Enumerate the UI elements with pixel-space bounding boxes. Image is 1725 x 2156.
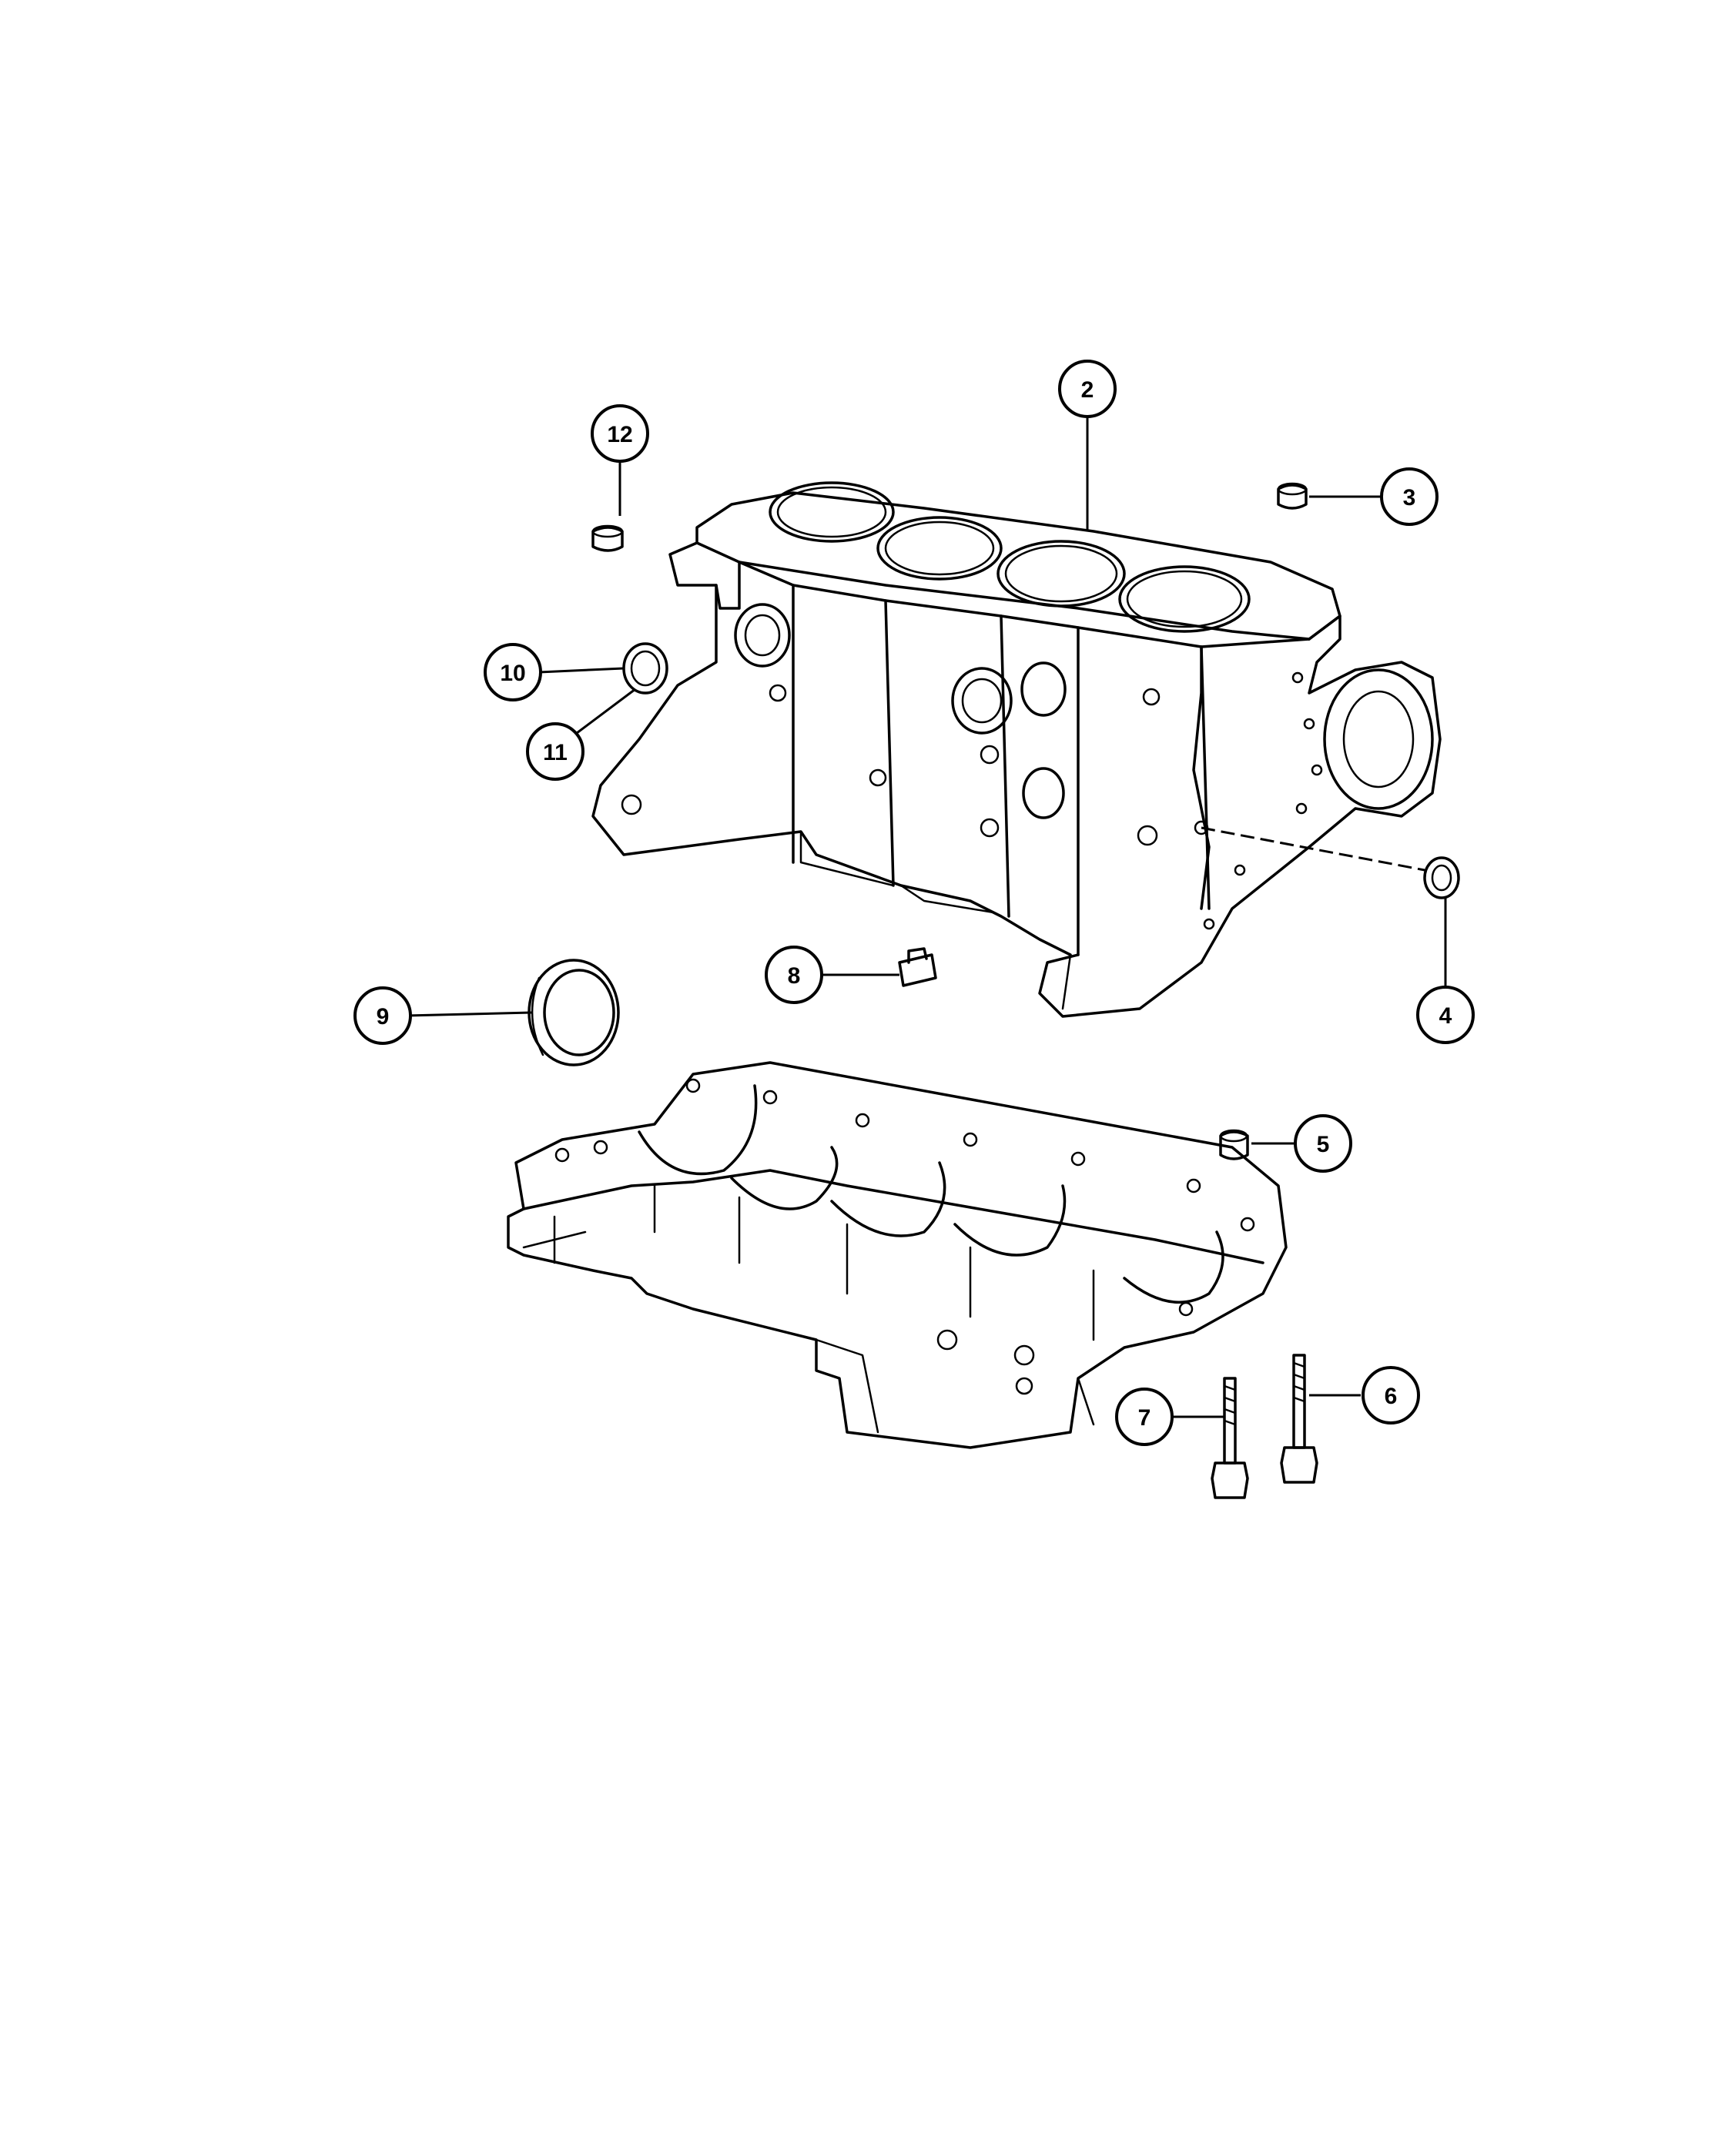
dowel-pin-12 (591, 524, 624, 552)
bedplate (507, 1061, 1288, 1449)
callout-2: 2 (1058, 360, 1117, 418)
callout-7: 7 (1115, 1388, 1174, 1446)
dowel-pin-3 (1277, 482, 1308, 510)
callout-8-label: 8 (788, 963, 801, 989)
callout-5: 5 (1294, 1114, 1352, 1173)
callout-7-label: 7 (1138, 1405, 1151, 1431)
callout-5-label: 5 (1317, 1132, 1330, 1157)
leader-lines (406, 412, 1447, 1418)
callout-10: 10 (484, 643, 542, 701)
callout-3-label: 3 (1403, 485, 1416, 511)
seal-10-11 (622, 642, 668, 695)
callout-12: 12 (591, 404, 649, 463)
callout-8: 8 (765, 946, 823, 1004)
callout-9: 9 (353, 986, 412, 1045)
callout-11-label: 11 (543, 740, 568, 765)
callout-12-label: 12 (607, 422, 632, 447)
callout-6: 6 (1362, 1366, 1420, 1424)
callout-2-label: 2 (1081, 377, 1094, 403)
engine-block (591, 481, 1442, 1018)
bolt-7 (1211, 1377, 1249, 1499)
plug-8 (898, 947, 937, 987)
rear-main-seal-9 (528, 959, 620, 1066)
callout-4-label: 4 (1439, 1003, 1452, 1029)
callout-9-label: 9 (377, 1004, 390, 1029)
callout-6-label: 6 (1385, 1384, 1398, 1409)
callout-3: 3 (1380, 467, 1439, 526)
callout-4: 4 (1416, 986, 1475, 1044)
plug-4 (1201, 826, 1460, 899)
callout-11: 11 (526, 722, 584, 781)
callout-10-label: 10 (500, 661, 525, 686)
dowel-pin-5 (1219, 1129, 1249, 1160)
bolt-6 (1280, 1354, 1318, 1484)
